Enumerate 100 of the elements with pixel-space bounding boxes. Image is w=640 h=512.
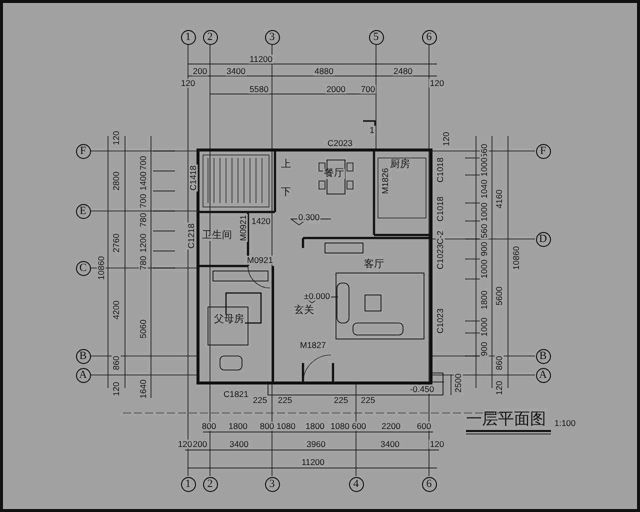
- dimension-text: 11200: [248, 54, 274, 64]
- dimension-text: 1: [368, 126, 376, 134]
- dimension-text: 800: [200, 422, 218, 430]
- dimension-text: 560: [480, 222, 488, 240]
- room-label: 厨房: [389, 160, 411, 170]
- dimension-text: 2800: [112, 170, 120, 192]
- room-label: 上: [280, 160, 292, 170]
- dimension-text: 3400: [380, 440, 400, 448]
- dimension-text: 120: [112, 130, 120, 146]
- dimension-text: 860: [494, 354, 504, 372]
- dimension-text: 700: [138, 154, 148, 172]
- dimension-text: 225: [360, 396, 376, 404]
- dimension-text: 1040: [480, 178, 488, 200]
- room-label: 餐厅: [323, 169, 345, 179]
- dimension-text: 225: [276, 396, 294, 404]
- dimension-text: 2480: [392, 66, 414, 76]
- dimension-text: 120: [428, 78, 446, 88]
- dimension-text: 1000: [480, 316, 488, 338]
- dimension-text: 900: [480, 340, 488, 358]
- room-label: 下: [280, 188, 292, 198]
- opening-code: C1218: [186, 222, 196, 250]
- opening-code: M0921: [246, 256, 274, 264]
- dimension-text: 1800: [304, 422, 326, 430]
- dimension-text: 860: [112, 354, 120, 372]
- opening-code: M0921: [238, 214, 248, 242]
- dimension-text: 1400: [138, 170, 148, 192]
- room-label: 卫生间: [201, 231, 233, 241]
- opening-code: C1821: [222, 390, 250, 398]
- dimension-text: 4160: [494, 188, 504, 210]
- opening-code: C1018: [436, 195, 444, 223]
- opening-code: C1018: [436, 156, 444, 184]
- axis-bubble: A: [536, 368, 550, 382]
- axis-bubble: 1: [180, 30, 196, 44]
- axis-bubble: E: [76, 204, 90, 218]
- dimension-text: 1800: [228, 422, 248, 430]
- dimension-text: 10860: [512, 245, 520, 271]
- dimension-text: 4880: [314, 66, 334, 76]
- axis-bubble: 2: [202, 476, 218, 492]
- dimension-text: 120: [442, 130, 450, 148]
- dimension-text: 1000: [480, 156, 488, 178]
- room-label: 父母房: [213, 315, 245, 325]
- dimension-text: 1000: [480, 258, 488, 280]
- dimension-text: 200: [192, 440, 208, 448]
- dimension-text: 0.300: [297, 212, 321, 222]
- opening-code: M1826: [380, 167, 390, 195]
- dimension-text: 600: [350, 422, 368, 430]
- dimension-text: 120: [494, 380, 504, 396]
- opening-code: C1023C-2: [436, 230, 444, 270]
- dimension-text: 1800: [480, 290, 488, 310]
- dimension-text: 2200: [380, 422, 402, 430]
- axis-bubble: F: [536, 144, 550, 158]
- axis-bubble: B: [76, 348, 90, 364]
- axis-bubble: C: [76, 260, 90, 276]
- dimension-text: 120: [428, 440, 446, 448]
- dimension-text: 120: [180, 78, 196, 88]
- dimension-text: 700: [360, 84, 376, 94]
- dimension-text: ±0.000: [303, 292, 331, 300]
- dimension-text: 1640: [138, 378, 148, 400]
- dimension-text: 900: [480, 240, 488, 258]
- axis-bubble: B: [536, 348, 550, 364]
- dimension-text: 1000: [480, 202, 488, 222]
- dimension-text: 780: [138, 254, 148, 272]
- opening-code: C2023: [326, 138, 354, 148]
- dimension-text: 3400: [226, 66, 246, 76]
- dimension-text: 2000: [326, 84, 346, 94]
- dimension-text: 5580: [248, 84, 270, 94]
- dimension-text: 780: [138, 212, 148, 228]
- room-label: 玄关: [293, 306, 315, 316]
- dimension-text: 4200: [112, 300, 120, 320]
- axis-bubble: F: [76, 144, 90, 158]
- dimension-text: 3400: [228, 440, 250, 448]
- dimension-text: 800: [258, 422, 276, 430]
- room-label: 客厅: [363, 260, 385, 270]
- opening-code: M1827: [299, 340, 327, 350]
- dimension-text: 200: [192, 66, 208, 76]
- dimension-text: 1080: [276, 422, 296, 430]
- dimension-text: 11200: [300, 458, 326, 466]
- axis-bubble: 5: [368, 30, 384, 44]
- dimension-text: 2500: [454, 372, 462, 394]
- dimension-text: 225: [332, 396, 350, 404]
- axis-bubble: 4: [348, 476, 364, 492]
- plan-title: 一层平面图: [466, 409, 546, 430]
- axis-bubble: 3: [264, 476, 280, 492]
- dimension-text: 600: [416, 422, 432, 430]
- dimension-text: 1080: [330, 422, 350, 430]
- axis-bubble: 6: [422, 476, 436, 492]
- dimension-text: 120: [176, 440, 194, 448]
- dimension-text: 120: [112, 380, 120, 398]
- axis-bubble: D: [536, 232, 550, 246]
- dimension-text: -0.450: [408, 384, 436, 394]
- dimension-text: 2760: [112, 232, 120, 254]
- axis-bubble: 6: [422, 30, 436, 44]
- axis-bubble: A: [76, 368, 90, 382]
- dimension-text: 5600: [494, 286, 504, 306]
- dimension-text: 225: [252, 396, 268, 404]
- axis-bubble: 1: [180, 476, 196, 492]
- axis-bubble: 2: [202, 30, 218, 44]
- opening-code: C1418: [188, 164, 198, 192]
- dimension-text: 700: [138, 192, 148, 210]
- dimension-text: 5060: [138, 318, 148, 340]
